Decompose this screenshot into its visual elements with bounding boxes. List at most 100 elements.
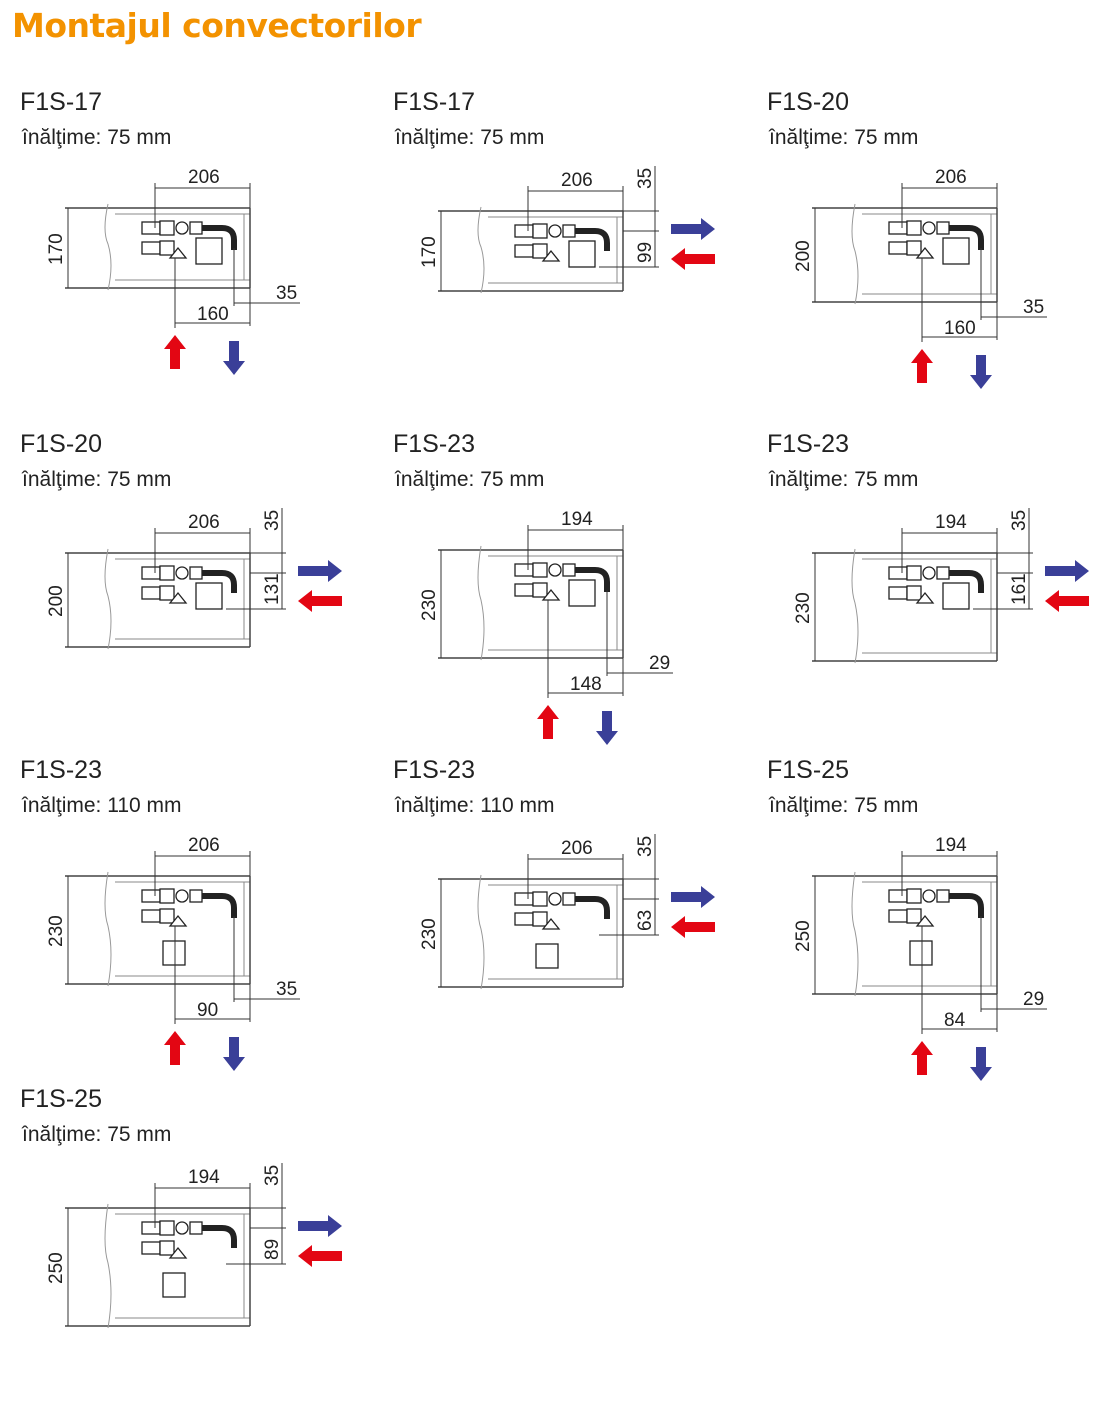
dimension-label: 35 bbox=[276, 979, 297, 1000]
box-height-dim: 200 bbox=[46, 585, 67, 617]
flexible-hose bbox=[949, 893, 984, 918]
box-height-dim: 170 bbox=[419, 236, 440, 268]
box-height-dim: 230 bbox=[419, 918, 440, 950]
top-dimension: 206 bbox=[527, 838, 624, 899]
convector-frame bbox=[812, 203, 998, 305]
dimension-label: 148 bbox=[570, 674, 602, 695]
flexible-hose bbox=[202, 893, 237, 918]
top-dimension: 194 bbox=[154, 1167, 251, 1228]
height-label: înălţime: 75 mm bbox=[769, 794, 919, 817]
convector-frame bbox=[438, 874, 624, 990]
flexible-hose bbox=[202, 1225, 237, 1248]
return-arrow-right bbox=[1045, 560, 1089, 582]
model-title: F1S-23 bbox=[393, 756, 475, 784]
supply-arrow-left bbox=[1045, 590, 1089, 612]
box-height-dim: 200 bbox=[793, 240, 814, 272]
height-label: înălţime: 75 mm bbox=[395, 126, 545, 149]
dimension-label: 206 bbox=[188, 835, 220, 856]
dimension-label: 29 bbox=[649, 653, 670, 674]
installation-diagram-panel: F1S-17 înălţime: 75 mm 170 206 35 160 bbox=[20, 88, 390, 418]
dimension-label: 35 bbox=[635, 836, 656, 857]
supply-arrow-left bbox=[298, 590, 342, 612]
height-label: înălţime: 75 mm bbox=[395, 468, 545, 491]
valve-assembly bbox=[514, 223, 596, 268]
model-title: F1S-17 bbox=[393, 88, 475, 116]
page-title: Montajul convectorilor bbox=[12, 6, 422, 45]
convector-frame bbox=[438, 545, 624, 661]
dimension-label: 90 bbox=[197, 1000, 218, 1021]
top-dimension: 194 bbox=[901, 512, 998, 573]
dimension-label: 160 bbox=[944, 318, 976, 339]
dimension-label: 206 bbox=[188, 512, 220, 533]
valve-assembly bbox=[141, 1220, 203, 1298]
model-title: F1S-25 bbox=[20, 1085, 102, 1113]
supply-arrow-up bbox=[164, 335, 186, 369]
box-height-dim: 230 bbox=[419, 589, 440, 621]
dimension-label: 161 bbox=[1009, 573, 1030, 605]
return-arrow-right bbox=[298, 560, 342, 582]
dimension-label: 206 bbox=[561, 838, 593, 859]
flexible-hose bbox=[575, 228, 610, 251]
valve-assembly bbox=[514, 562, 596, 607]
valve-assembly bbox=[514, 891, 576, 969]
supply-arrow-up bbox=[911, 1041, 933, 1075]
model-title: F1S-23 bbox=[767, 430, 849, 458]
dimension-label: 206 bbox=[561, 170, 593, 191]
flexible-hose bbox=[949, 570, 984, 593]
model-title: F1S-20 bbox=[20, 430, 102, 458]
height-label: înălţime: 75 mm bbox=[22, 468, 172, 491]
supply-arrow-up bbox=[164, 1031, 186, 1065]
box-height-dim: 250 bbox=[46, 1252, 67, 1284]
dimension-label: 35 bbox=[1023, 297, 1044, 318]
valve-assembly bbox=[888, 888, 950, 966]
dimension-label: 35 bbox=[262, 510, 283, 531]
dimension-label: 35 bbox=[276, 283, 297, 304]
top-dimension: 194 bbox=[901, 835, 998, 896]
supply-arrow-left bbox=[671, 916, 715, 938]
box-height-dim: 250 bbox=[793, 920, 814, 952]
dimension-label: 206 bbox=[188, 167, 220, 188]
dimension-label: 206 bbox=[935, 167, 967, 188]
top-dimension: 206 bbox=[527, 170, 624, 231]
supply-arrow-left bbox=[298, 1245, 342, 1267]
return-arrow-down bbox=[223, 1037, 245, 1071]
height-label: înălţime: 110 mm bbox=[22, 794, 182, 817]
model-title: F1S-17 bbox=[20, 88, 102, 116]
dimension-label: 35 bbox=[635, 168, 656, 189]
valve-assembly bbox=[141, 565, 223, 610]
dimension-label: 89 bbox=[262, 1239, 283, 1260]
convector-drawing: 200 206 35 160 bbox=[793, 167, 1047, 389]
top-dimension: 206 bbox=[154, 167, 251, 228]
dimension-label: 160 bbox=[197, 304, 229, 325]
model-title: F1S-23 bbox=[20, 756, 102, 784]
dimension-label: 63 bbox=[635, 910, 656, 931]
flexible-hose bbox=[202, 570, 237, 593]
valve-assembly bbox=[141, 220, 223, 265]
dimension-label: 35 bbox=[1009, 510, 1030, 531]
supply-arrow-up bbox=[537, 705, 559, 739]
valve-assembly bbox=[141, 888, 203, 966]
height-label: înălţime: 75 mm bbox=[22, 126, 172, 149]
dimension-label: 194 bbox=[561, 509, 593, 530]
return-arrow-down bbox=[970, 1047, 992, 1081]
height-label: înălţime: 75 mm bbox=[22, 1123, 172, 1146]
convector-drawing: 230 194 29 148 bbox=[419, 509, 673, 745]
top-dimension: 194 bbox=[527, 509, 624, 570]
convector-drawing: 170 206 35 160 bbox=[46, 167, 300, 375]
flexible-hose bbox=[575, 896, 610, 919]
box-height-dim: 170 bbox=[46, 233, 67, 265]
top-dimension: 206 bbox=[901, 167, 998, 228]
return-arrow-down bbox=[970, 355, 992, 389]
supply-arrow-left bbox=[671, 248, 715, 270]
dimension-label: 194 bbox=[935, 512, 967, 533]
